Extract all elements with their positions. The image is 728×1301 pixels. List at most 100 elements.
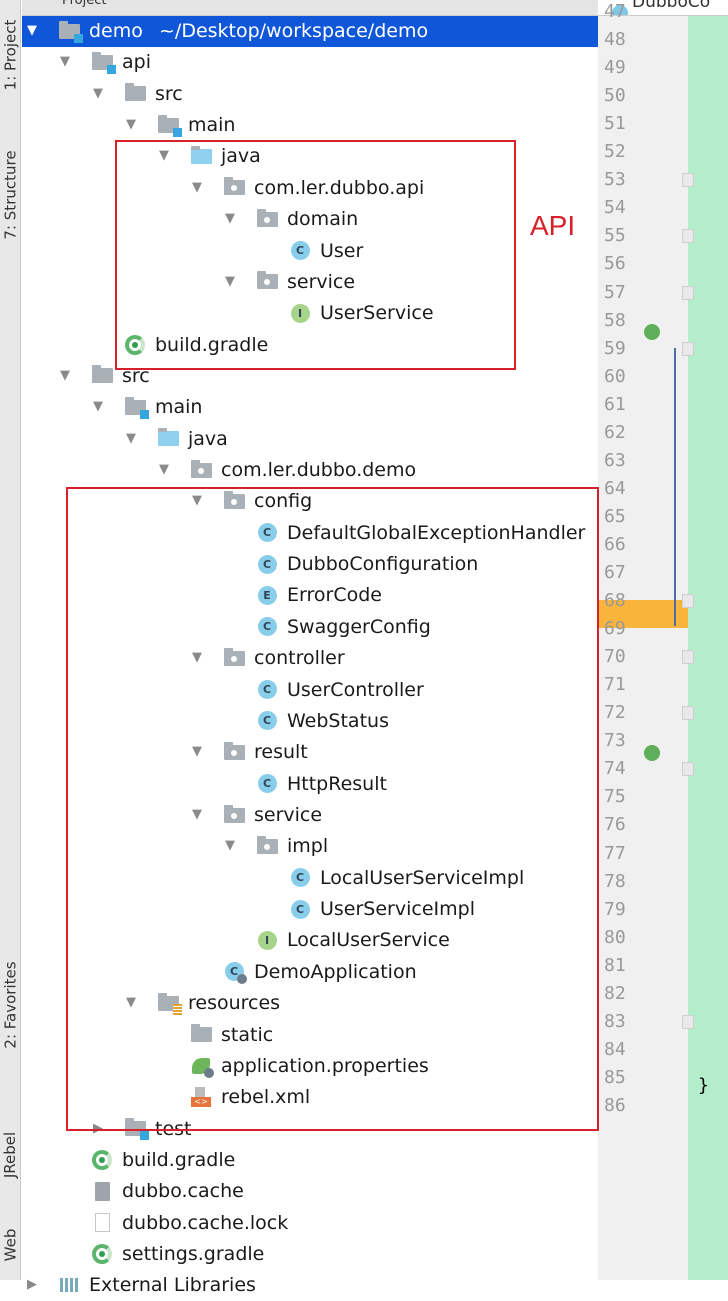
tree-item[interactable]: <>rebel.xml xyxy=(22,1082,598,1113)
fold-marker-icon[interactable] xyxy=(682,762,694,777)
expand-arrow-icon[interactable]: ▼ xyxy=(93,85,103,101)
tree-item[interactable]: ▼java xyxy=(22,141,598,172)
run-gutter-icon[interactable] xyxy=(644,324,660,340)
expand-arrow-icon[interactable]: ▼ xyxy=(159,462,169,478)
tree-item[interactable]: ▼ src xyxy=(22,360,598,391)
expand-arrow-icon[interactable]: ▼ xyxy=(159,148,169,164)
expand-arrow-icon[interactable]: ▼ xyxy=(192,179,202,195)
line-number: 78 xyxy=(604,870,626,892)
tree-item-label: controller xyxy=(254,647,345,670)
class-icon: C xyxy=(256,553,278,575)
web-tool-tab[interactable]: Web xyxy=(0,1215,21,1275)
tree-item[interactable]: ▼service xyxy=(22,800,598,831)
structure-tool-tab[interactable]: 7: Structure xyxy=(0,130,21,260)
favorites-tool-tab[interactable]: 2: Favorites xyxy=(0,940,21,1070)
expand-arrow-icon[interactable]: ▼ xyxy=(225,838,235,854)
fold-marker-icon[interactable] xyxy=(682,285,694,300)
collapse-arrow-icon[interactable]: ▶ xyxy=(93,1120,103,1136)
tree-item[interactable]: ▼demo~/Desktop/workspace/demo xyxy=(22,15,598,47)
tree-item-label: SwaggerConfig xyxy=(287,615,431,638)
line-number: 65 xyxy=(604,505,626,527)
tree-item[interactable]: ▼ com.ler.dubbo.demo xyxy=(22,455,598,486)
expand-arrow-icon[interactable]: ▼ xyxy=(192,744,202,760)
fold-marker-icon[interactable] xyxy=(682,1014,694,1029)
tree-item-label: src xyxy=(122,364,150,387)
tree-item[interactable]: ▼result xyxy=(22,737,598,768)
tree-item[interactable]: settings.gradle xyxy=(22,1239,598,1270)
panel-title: Project xyxy=(62,0,107,8)
line-number: 71 xyxy=(604,674,626,696)
expand-arrow-icon[interactable]: ▼ xyxy=(60,54,70,70)
tree-item[interactable]: ▼com.ler.dubbo.api xyxy=(22,172,598,203)
tree-item-label: UserController xyxy=(287,678,424,701)
tree-item[interactable]: ▼ impl xyxy=(22,831,598,862)
tree-item[interactable]: ▼config xyxy=(22,486,598,517)
tree-item[interactable]: ▼resources xyxy=(22,988,598,1019)
expand-arrow-icon[interactable]: ▼ xyxy=(126,430,136,446)
expand-arrow-icon[interactable]: ▼ xyxy=(192,807,202,822)
tree-item[interactable]: ▼api xyxy=(22,47,598,78)
tree-item[interactable]: ▼java xyxy=(22,423,598,454)
tree-item[interactable]: ▶test xyxy=(22,1113,598,1144)
tree-item[interactable]: ▼domain xyxy=(22,204,598,235)
tree-item-label: src xyxy=(155,82,183,105)
fold-marker-icon[interactable] xyxy=(682,341,694,356)
tree-item[interactable]: application.properties xyxy=(22,1050,598,1081)
fold-marker-icon[interactable] xyxy=(682,706,694,721)
tree-item[interactable]: ▼ controller xyxy=(22,643,598,674)
expand-arrow-icon[interactable]: ▼ xyxy=(192,493,202,509)
tree-item-label: com.ler.dubbo.demo xyxy=(221,459,417,482)
expand-arrow-icon[interactable]: ▼ xyxy=(93,399,103,415)
tree-item-label: demo xyxy=(89,20,143,42)
tree-item[interactable]: ▼main xyxy=(22,110,598,141)
gradle-icon xyxy=(91,1149,113,1171)
expand-arrow-icon[interactable]: ▼ xyxy=(126,117,136,133)
run-gutter-icon[interactable] xyxy=(644,745,660,761)
expand-arrow-icon[interactable]: ▼ xyxy=(225,211,235,227)
expand-arrow-icon[interactable]: ▼ xyxy=(60,367,70,383)
fold-marker-icon[interactable] xyxy=(682,650,694,665)
tree-item[interactable]: dubbo.cache.lock xyxy=(22,1207,598,1238)
tree-item[interactable]: build.gradle xyxy=(22,329,598,360)
class-icon: C xyxy=(256,773,278,795)
fold-marker-icon[interactable] xyxy=(682,594,694,609)
expand-arrow-icon[interactable]: ▼ xyxy=(27,23,37,38)
tree-item[interactable]: static xyxy=(22,1019,598,1050)
tree-item[interactable]: ▼ src xyxy=(22,78,598,109)
tree-item[interactable]: dubbo.cache xyxy=(22,1176,598,1207)
project-tool-tab[interactable]: 1: Project xyxy=(0,0,21,110)
tree-item[interactable]: ▼service xyxy=(22,266,598,297)
expand-arrow-icon[interactable]: ▼ xyxy=(192,650,202,666)
jrebel-tool-tab[interactable]: JRebel xyxy=(0,1110,21,1200)
fold-marker-icon[interactable] xyxy=(682,229,694,244)
tree-item-label: impl xyxy=(287,835,329,858)
collapse-arrow-icon[interactable]: ▶ xyxy=(27,1277,37,1293)
fold-marker-icon[interactable] xyxy=(682,173,694,188)
expand-arrow-icon[interactable]: ▼ xyxy=(126,995,136,1011)
editor-tab[interactable]: DubboCo xyxy=(598,0,728,16)
tree-item-label: UserServiceImpl xyxy=(320,898,475,921)
source-folder-icon xyxy=(190,145,212,167)
editor-tab-label: DubboCo xyxy=(632,0,711,12)
changed-code-area xyxy=(688,16,728,1280)
class-icon: C xyxy=(256,522,278,544)
line-number: 66 xyxy=(604,533,626,555)
tree-item[interactable]: ▼main xyxy=(22,392,598,423)
tree-item[interactable]: ▶External Libraries xyxy=(22,1270,598,1301)
expand-arrow-icon[interactable]: ▼ xyxy=(225,273,235,289)
tree-item[interactable]: build.gradle xyxy=(22,1144,598,1175)
line-number: 82 xyxy=(604,982,626,1004)
